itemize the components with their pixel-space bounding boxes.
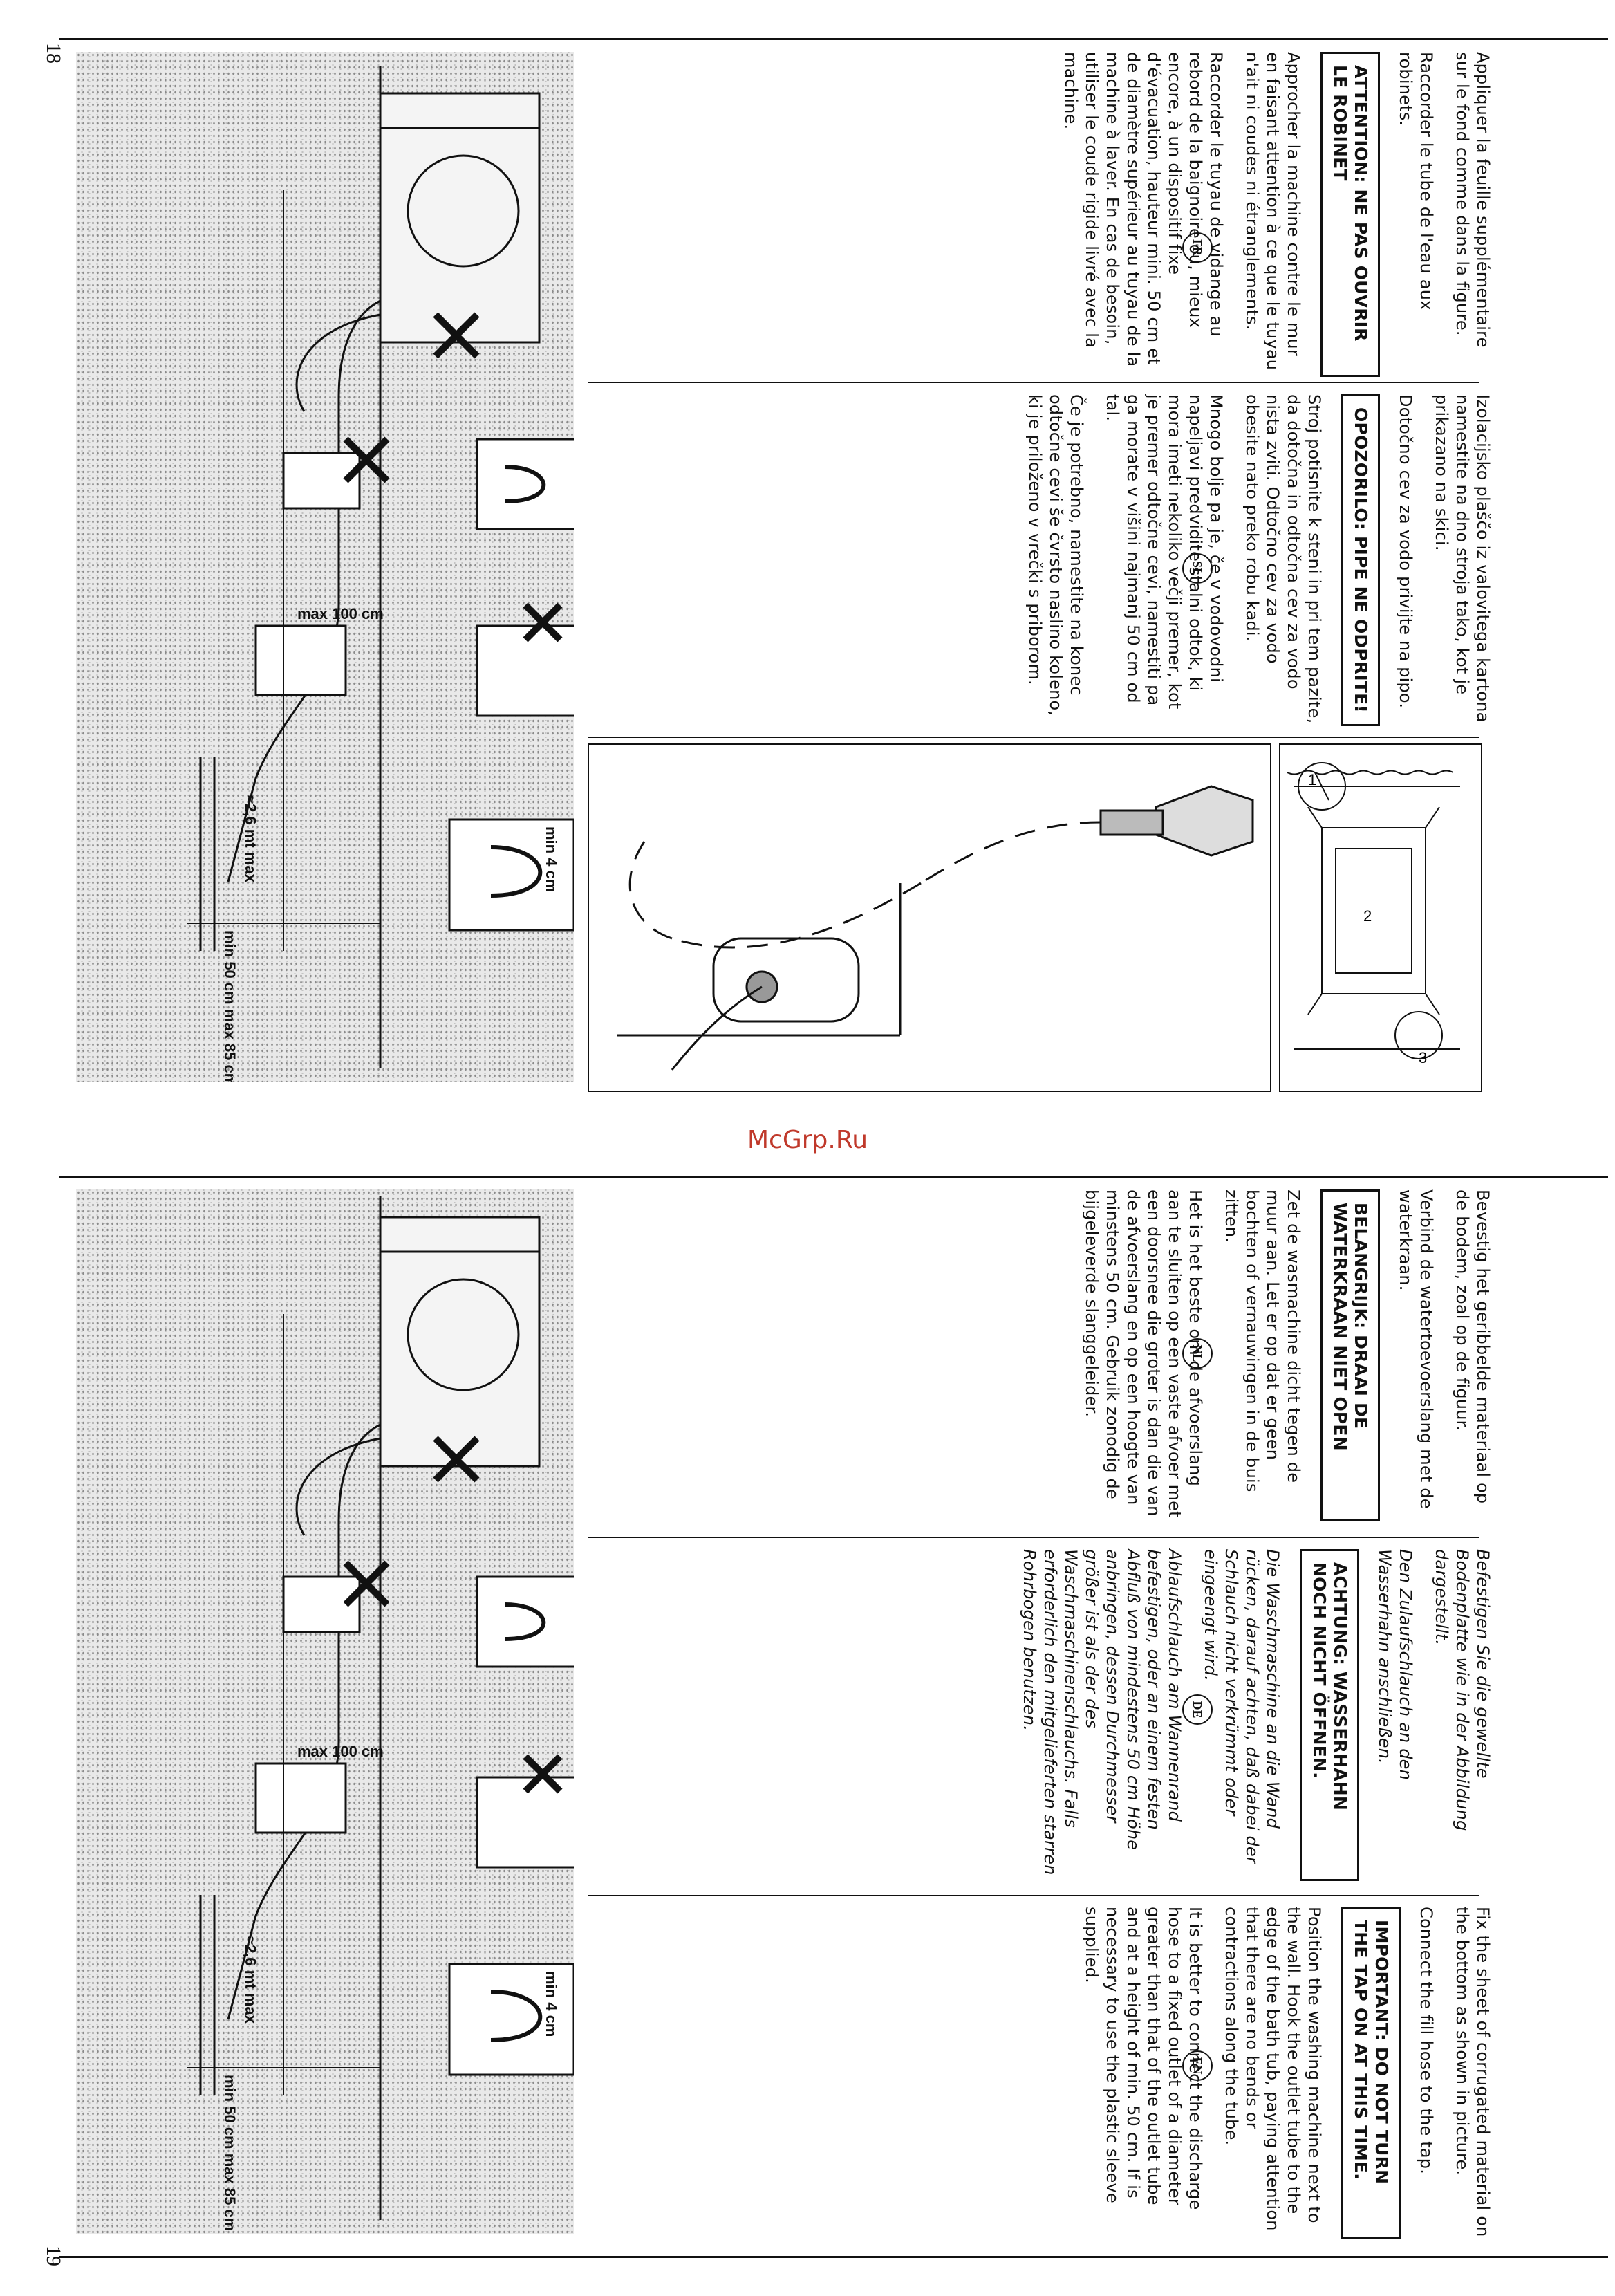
nl-text-column: Bevestig het geribbelde materiaal op de … — [1066, 1189, 1493, 1521]
middle-rule — [59, 1176, 1608, 1178]
page-number-top: 18 — [42, 43, 65, 64]
sl-p4: Mnogo bolje pa je, če v vodovodni napelj… — [1103, 394, 1226, 710]
sl-p3: Stroj potisnite k steni in pri tem pazit… — [1242, 394, 1324, 724]
de-p2: Den Zulaufschlauch an den Wasserhahn ans… — [1375, 1549, 1415, 1781]
fr-warning: ATTENTION: NE PAS OUVRIR LE ROBINET — [1320, 52, 1380, 377]
de-p1: Befestigen Sie die gewellte Bodenplatte … — [1432, 1549, 1493, 1831]
en-warning: IMPORTANT: DO NOT TURN THE TAP ON AT THI… — [1341, 1907, 1401, 2239]
fr-p2: Raccorder le tube de l'eau aux robinets. — [1396, 52, 1436, 311]
top-section-divider-1 — [588, 382, 1479, 383]
detail-label-1: 1 — [1308, 771, 1316, 788]
bottom-label-outlet-height: min 50 cm max 85 cm — [221, 2075, 239, 2231]
nl-p4: Het is het beste om de afvoerslang aan t… — [1082, 1189, 1205, 1518]
corrugated-sheet-illustration: 2 1 3 — [1279, 743, 1482, 1092]
en-p3: Position the washing machine next to the… — [1222, 1907, 1324, 2231]
top-label-max-height: max 100 cm — [297, 605, 384, 622]
bottom-label-min-gap: min 4 cm — [543, 1971, 560, 2037]
de-warning: ACHTUNG: WASSERHAHN NOCH NICHT ÖFFNEN. — [1300, 1549, 1359, 1881]
top-rule — [59, 38, 1608, 40]
en-p2: Connect the fill hose to the tap. — [1417, 1907, 1436, 2175]
nl-p3: Zet de wasmachine dicht tegen de muur aa… — [1222, 1189, 1303, 1492]
top-label-hose-length: ≈2,6 mt max — [242, 795, 259, 883]
bottom-label-hose-length: ≈2,6 mt max — [242, 1936, 259, 2024]
de-p4: Ablaufschlauch am Wannenrand befestigen,… — [1020, 1549, 1184, 1876]
bottom-section-divider-2 — [588, 1895, 1479, 1896]
fr-p1: Appliquer la feuille supplémentaire sur … — [1453, 52, 1493, 348]
nl-p2: Verbind de watertoevoerslang met de wate… — [1396, 1189, 1436, 1509]
fr-text-column: Appliquer la feuille supplémentaire sur … — [1045, 52, 1493, 377]
detail-label-2: 2 — [1363, 907, 1372, 925]
hose-to-tap-illustration — [588, 743, 1271, 1092]
top-label-outlet-height: min 50 cm max 85 cm — [221, 930, 239, 1082]
fr-p3: Approcher la machine contre le mur en fa… — [1242, 52, 1303, 371]
en-text-column: Fix the sheet of corrugated material on … — [1066, 1907, 1493, 2239]
watermark: McGrp.Ru — [747, 1126, 868, 1154]
en-p4: It is better to connect the discharge ho… — [1082, 1907, 1205, 2210]
bottom-section-divider-1 — [588, 1537, 1479, 1538]
fr-p4: Raccorder le tuyau de vidange au rebord … — [1061, 52, 1226, 367]
drain-installation-diagram-bottom: max 100 cm ≈2,6 mt max min 50 cm max 85 … — [76, 1189, 574, 2234]
bottom-rule — [59, 2256, 1608, 2258]
nl-p1: Bevestig het geribbelde materiaal op de … — [1453, 1189, 1493, 1504]
detail-label-3: 3 — [1419, 1049, 1427, 1066]
en-p1: Fix the sheet of corrugated material on … — [1453, 1907, 1493, 2237]
sl-text-column: Izolacijsko plaščo iz valovitega kartona… — [1009, 394, 1493, 726]
bottom-label-max-height: max 100 cm — [297, 1743, 384, 1760]
sl-warning: OPOZORILO: PIPE NE ODPRITE! — [1341, 394, 1380, 726]
nl-warning: BELANGRIJK: DRAAI DE WATERKRAAN NIET OPE… — [1320, 1189, 1380, 1521]
sl-p5: Če je potrebno, namestite na konec odtoč… — [1025, 394, 1086, 716]
de-p3: Die Waschmaschine an die Wand rücken, da… — [1201, 1549, 1282, 1864]
top-section-divider-2 — [588, 737, 1479, 738]
drain-installation-diagram-top: max 100 cm ≈2,6 mt max min 50 cm max 85 … — [76, 52, 574, 1082]
top-label-min-gap: min 4 cm — [543, 826, 560, 892]
sl-p2: Dotočno cev za vodo privijte na pipo. — [1396, 394, 1415, 709]
sl-p1: Izolacijsko plaščo iz valovitega kartona… — [1432, 394, 1493, 723]
de-text-column: Befestigen Sie die gewellte Bodenplatte … — [1004, 1549, 1493, 1881]
